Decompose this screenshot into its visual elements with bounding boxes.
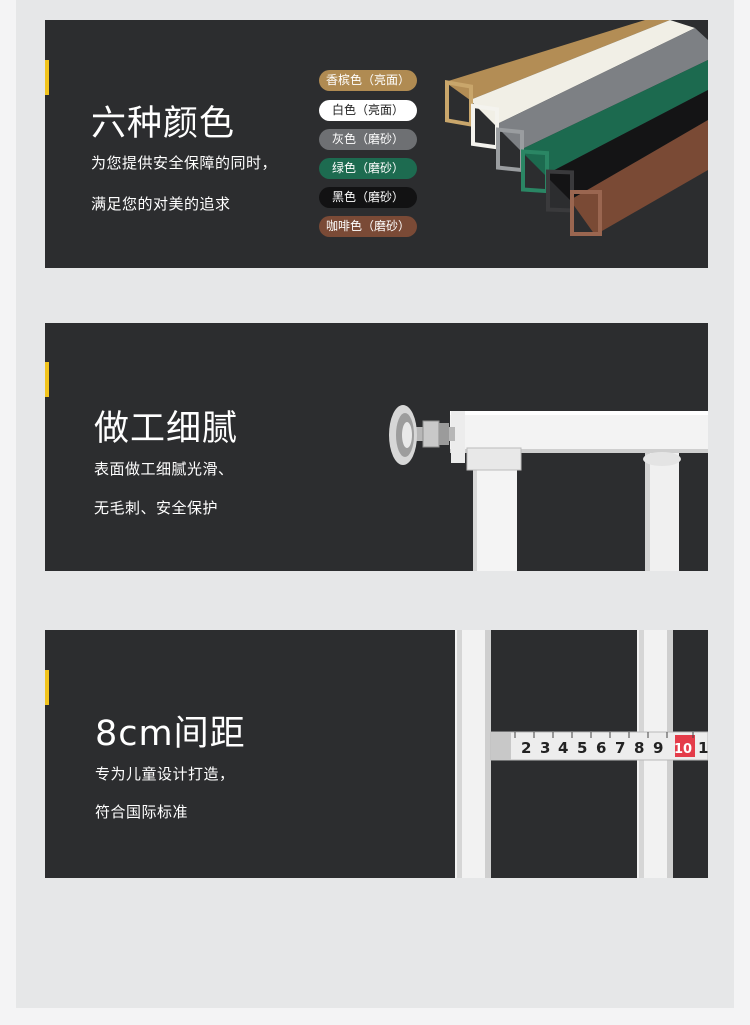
ruler-tick-label: 3 xyxy=(540,739,550,757)
craft-line-1: 表面做工细腻光滑、 xyxy=(94,460,234,478)
accent-bar xyxy=(45,60,49,95)
spacing-panel: 8cm间距 专为儿童设计打造， 符合国际标准 2 3 4 5 6 7 8 9 1… xyxy=(45,630,708,878)
spacing-line-2: 符合国际标准 xyxy=(95,803,189,821)
ruler-tick-label: 2 xyxy=(521,739,531,757)
accent-bar xyxy=(45,670,49,705)
color-swatch-coffee: 咖啡色（磨砂） xyxy=(319,216,417,237)
page-bottom-border xyxy=(0,1008,750,1025)
colors-line-1: 为您提供安全保障的同时， xyxy=(91,154,278,172)
colors-panel: 六种颜色 为您提供安全保障的同时， 满足您的对美的追求 香槟色（亮面） 白色（亮… xyxy=(45,20,708,268)
page-right-border xyxy=(734,0,750,1025)
craft-line-2: 无毛刺、安全保护 xyxy=(94,499,219,517)
spacing-measure-photo: 2 3 4 5 6 7 8 9 10 1 xyxy=(455,630,708,878)
ruler-tick-label: 7 xyxy=(615,739,625,757)
color-tubes-photo xyxy=(445,20,708,236)
craft-title: 做工细腻 xyxy=(94,409,239,449)
craft-panel: 做工细腻 表面做工细腻光滑、 无毛刺、安全保护 xyxy=(45,323,708,571)
spacing-title: 8cm间距 xyxy=(95,714,246,754)
ruler-tick-label: 5 xyxy=(577,739,587,757)
gate-joint-photo xyxy=(389,405,708,571)
ruler-tick-label: 10 xyxy=(674,742,692,757)
ruler-tick-label: 1 xyxy=(698,739,708,757)
page-left-border xyxy=(0,0,16,1025)
colors-line-2: 满足您的对美的追求 xyxy=(91,195,231,213)
color-swatch-champagne: 香槟色（亮面） xyxy=(319,70,417,91)
color-swatch-gray: 灰色（磨砂） xyxy=(319,129,417,150)
accent-bar xyxy=(45,362,49,397)
ruler-tick-label: 9 xyxy=(653,739,663,757)
ruler-tick-label: 8 xyxy=(634,739,644,757)
color-swatch-white: 白色（亮面） xyxy=(319,100,417,121)
color-swatch-black: 黑色（磨砂） xyxy=(319,187,417,208)
ruler-tick-label: 6 xyxy=(596,739,606,757)
colors-title: 六种颜色 xyxy=(91,104,236,144)
spacing-line-1: 专为儿童设计打造， xyxy=(95,765,235,783)
ruler-tick-label: 4 xyxy=(558,739,568,757)
color-swatch-green: 绿色（磨砂） xyxy=(319,158,417,179)
